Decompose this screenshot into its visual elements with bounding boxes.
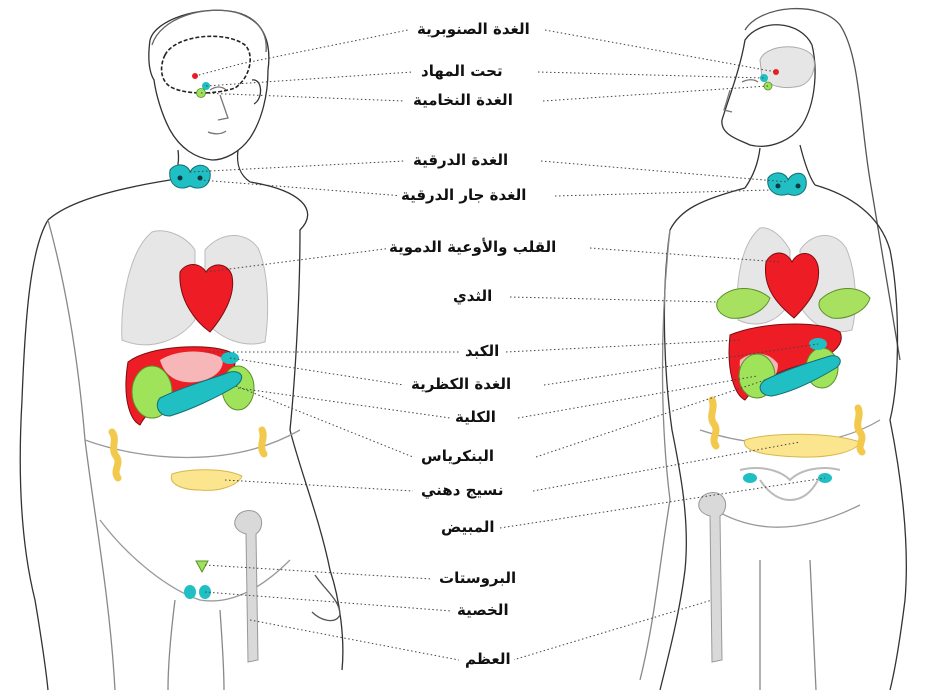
female-arm — [640, 230, 670, 680]
female-organs — [699, 69, 870, 662]
label-pancreas: البنكرياس — [418, 447, 497, 465]
male-organs — [112, 73, 268, 662]
label-hypothalamus: تحت المهاد — [418, 62, 506, 80]
label-prostate: البروستات — [436, 569, 519, 587]
male-eye — [210, 87, 226, 90]
male-fat-right — [262, 430, 264, 454]
male-leg — [168, 600, 224, 690]
male-thyroid — [170, 165, 211, 188]
female-pelvis — [740, 468, 840, 500]
female-fat-right — [858, 408, 862, 452]
male-arm-line — [48, 220, 115, 690]
male-testis-left — [184, 585, 196, 599]
female-fat-left — [712, 400, 716, 446]
label-breast: الثدي — [450, 287, 495, 305]
male-fat-left — [112, 432, 118, 478]
male-ear — [252, 80, 261, 104]
label-heart: القلب والأوعية الدموية — [386, 238, 559, 256]
label-ovary: المبيض — [438, 518, 498, 536]
label-liver: الكبد — [462, 342, 502, 360]
female-thyroid — [768, 173, 807, 195]
male-hand — [312, 575, 340, 621]
label-thyroid: الغدة الدرقية — [410, 151, 511, 169]
label-bone: العظم — [462, 650, 514, 668]
male-mouth — [208, 131, 226, 134]
male-torso-right — [250, 182, 343, 670]
label-adipose: نسيج دهني — [418, 481, 506, 499]
label-parathyroid: الغدة جار الدرقية — [398, 186, 529, 204]
female-fat-belly — [744, 434, 860, 457]
female-hypothalamus — [760, 74, 768, 82]
label-testis: الخصية — [454, 601, 512, 619]
label-kidney: الكلية — [452, 408, 499, 426]
label-pituitary: الغدة النخامية — [410, 91, 516, 109]
label-adrenal: الغدة الكظرية — [408, 375, 514, 393]
female-ovary-left — [743, 473, 757, 483]
female-femur — [699, 493, 726, 662]
male-prostate — [196, 561, 208, 572]
male-fat-belly — [171, 470, 242, 491]
male-hair — [152, 10, 266, 52]
female-leg — [760, 560, 816, 690]
male-nose — [218, 95, 228, 120]
female-brain — [760, 47, 814, 88]
female-eye — [742, 80, 758, 82]
label-pineal: الغدة الصنوبرية — [414, 20, 533, 38]
